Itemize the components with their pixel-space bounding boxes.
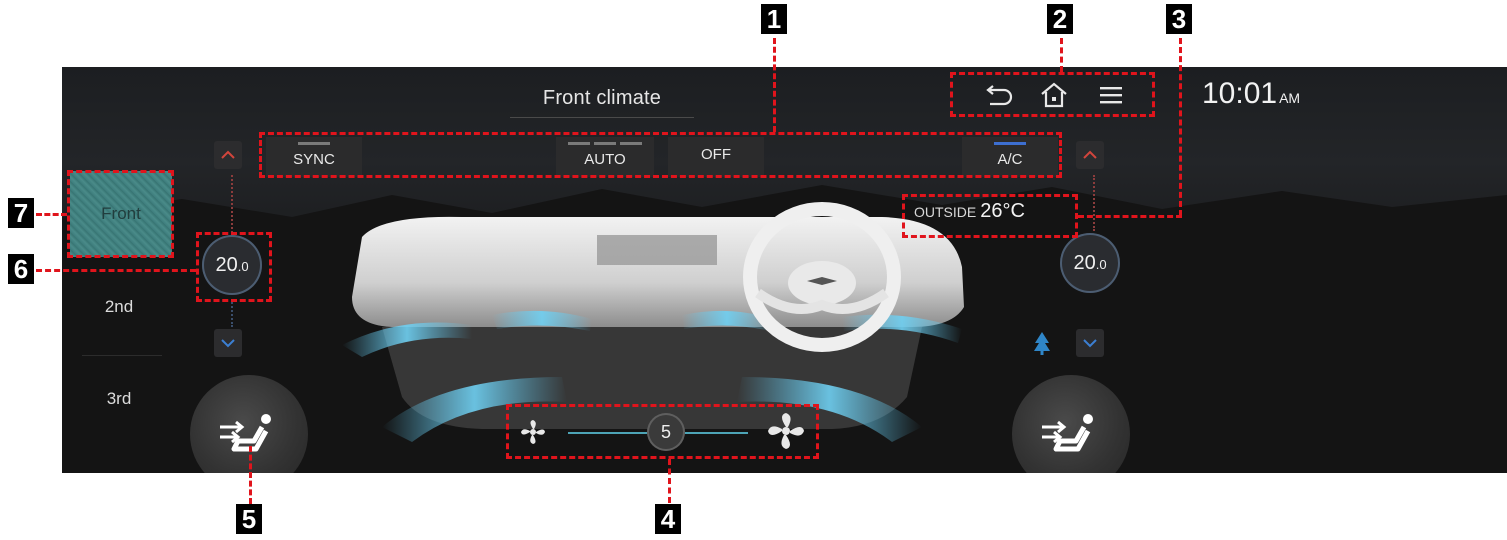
callout-badge-2: 2 xyxy=(1047,4,1073,34)
chevron-down-icon xyxy=(1083,339,1097,348)
leader-line-1 xyxy=(773,38,776,132)
chevron-up-icon xyxy=(1083,150,1097,159)
outside-value: 26°C xyxy=(980,200,1025,222)
page-title: Front climate xyxy=(542,87,662,109)
fan-speed-value: 5 xyxy=(660,422,671,442)
off-button[interactable]: OFF xyxy=(668,137,764,177)
left-temp-track-bottom xyxy=(231,299,233,327)
menu-icon xyxy=(1100,87,1122,104)
clock-time: 10:01 xyxy=(1202,77,1278,110)
auto-indicator-2 xyxy=(594,142,616,145)
left-temp-dec: .0 xyxy=(237,259,249,274)
right-temp-track-top xyxy=(1093,175,1095,231)
left-temp-down-button[interactable] xyxy=(214,329,242,357)
ac-label: A/C xyxy=(997,151,1023,168)
airflow-mode-icon xyxy=(220,414,271,452)
right-temp-int: 20 xyxy=(1073,252,1096,274)
left-temp-int: 20 xyxy=(215,254,238,276)
right-airflow-mode-button[interactable] xyxy=(1012,375,1130,473)
fan-low-button[interactable] xyxy=(518,417,548,447)
callout-box-3 xyxy=(902,194,1078,238)
callout-badge-4: 4 xyxy=(655,504,681,534)
right-temp-dec: .0 xyxy=(1095,257,1107,272)
fan-speed-knob[interactable]: 5 xyxy=(647,413,685,451)
left-temp-track-top xyxy=(231,175,233,233)
row-divider xyxy=(82,355,162,356)
dashboard-illustration xyxy=(342,202,964,442)
leader-line-5 xyxy=(249,446,252,504)
row-3rd-tab[interactable]: 3rd xyxy=(64,389,174,409)
fan-high-button[interactable] xyxy=(766,411,806,451)
home-button[interactable] xyxy=(1036,79,1072,111)
home-icon xyxy=(1041,82,1067,108)
row-2nd-tab[interactable]: 2nd xyxy=(64,297,174,317)
leader-line-4 xyxy=(668,459,671,503)
callout-badge-5: 5 xyxy=(236,504,262,534)
leader-line-2 xyxy=(1060,38,1063,72)
leader-line-3v xyxy=(1179,38,1182,216)
sync-indicator xyxy=(298,142,330,145)
back-icon xyxy=(986,85,1013,106)
back-button[interactable] xyxy=(980,81,1016,111)
auto-button[interactable]: AUTO xyxy=(556,137,654,177)
airflow-mode-icon xyxy=(1042,414,1093,452)
auto-indicator-3 xyxy=(620,142,642,145)
fan-low-icon xyxy=(521,420,545,444)
menu-button[interactable] xyxy=(1096,81,1126,111)
callout-box-2 xyxy=(950,72,1155,117)
callout-box-7 xyxy=(67,170,174,258)
fan-high-icon xyxy=(768,413,804,449)
row-front-tab[interactable]: Front xyxy=(70,171,172,257)
right-temp-up-button[interactable] xyxy=(1076,141,1104,169)
air-freshener-icon xyxy=(1034,332,1050,355)
auto-indicator-1 xyxy=(568,142,590,145)
callout-box-4 xyxy=(506,404,819,459)
sync-label: SYNC xyxy=(293,151,335,168)
left-temp-display[interactable]: 20.0 xyxy=(202,235,262,295)
right-temp-display[interactable]: 20.0 xyxy=(1060,233,1120,293)
row-3rd-label: 3rd xyxy=(106,389,132,408)
chevron-down-icon xyxy=(221,339,235,348)
row-front-label: Front xyxy=(101,204,141,223)
callout-box-1 xyxy=(259,132,1062,178)
auto-label: AUTO xyxy=(584,151,626,168)
row-2nd-label: 2nd xyxy=(104,297,134,316)
callout-badge-1: 1 xyxy=(761,4,787,34)
leader-line-6 xyxy=(36,269,196,272)
left-temp-up-button[interactable] xyxy=(214,141,242,169)
clock-ampm: AM xyxy=(1279,90,1301,106)
ac-indicator xyxy=(994,142,1026,145)
leader-line-3h xyxy=(1078,215,1182,218)
leader-line-7 xyxy=(36,213,67,216)
sync-button[interactable]: SYNC xyxy=(266,137,362,177)
ac-button[interactable]: A/C xyxy=(962,137,1058,177)
title-underline xyxy=(510,117,694,118)
right-temp-down-button[interactable] xyxy=(1076,329,1104,357)
callout-badge-3: 3 xyxy=(1166,4,1192,34)
chevron-up-icon xyxy=(221,150,235,159)
callout-badge-7: 7 xyxy=(8,198,34,228)
callout-badge-6: 6 xyxy=(8,254,34,284)
outside-label: OUTSIDE xyxy=(914,204,977,220)
air-recirculation-button[interactable] xyxy=(1028,329,1056,357)
off-label: OFF xyxy=(701,146,731,163)
callout-box-6 xyxy=(196,232,272,302)
